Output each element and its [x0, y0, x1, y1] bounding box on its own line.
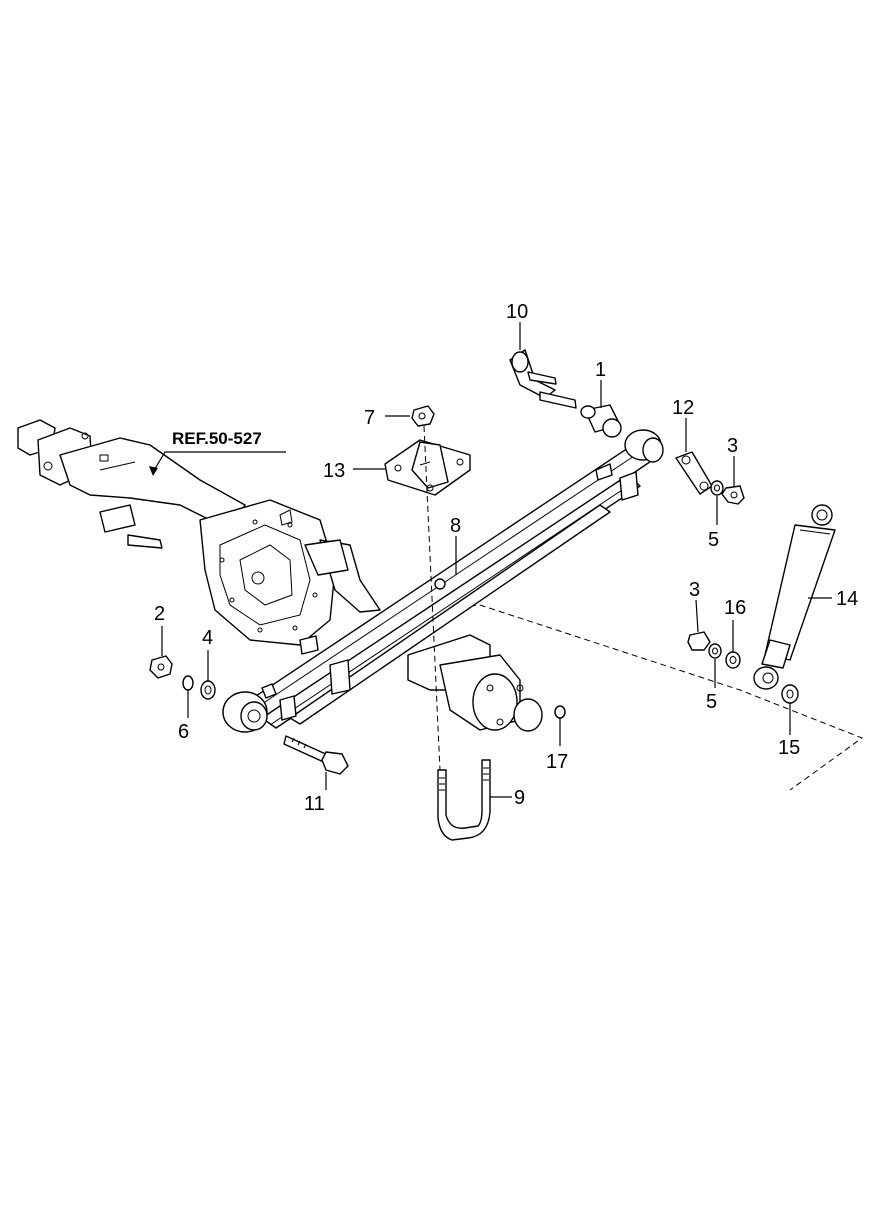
- callout-5-upper: 5: [708, 529, 719, 551]
- callout-labels: 10 1 12 3 5 7 13 8 14 3 16 5 15 2 4 6 11…: [154, 301, 858, 815]
- hardware: [149, 405, 799, 719]
- bushing: [580, 404, 622, 438]
- shackle-plate: [675, 451, 713, 495]
- callout-4: 4: [202, 627, 213, 649]
- callout-13: 13: [323, 460, 345, 482]
- rear-axle-housing: [17, 419, 381, 646]
- callout-12: 12: [672, 397, 694, 419]
- reference-outline: [439, 604, 864, 791]
- callout-11: 11: [304, 793, 325, 815]
- center-bolt-line: [423, 425, 441, 771]
- callout-3-upper: 3: [727, 435, 738, 457]
- callout-5-lower: 5: [706, 691, 717, 713]
- u-bolt: [437, 759, 491, 841]
- reference-callout: REF.50-527: [149, 429, 286, 476]
- leader-lines: [161, 322, 832, 798]
- leaf-spring: [222, 429, 664, 733]
- callout-8: 8: [450, 515, 461, 537]
- callout-15: 15: [778, 737, 800, 759]
- callout-1: 1: [595, 359, 606, 381]
- callout-7: 7: [364, 407, 375, 429]
- shock-absorber: [753, 504, 836, 690]
- axle-stub-assembly: [407, 634, 543, 732]
- callout-3-lower: 3: [689, 579, 700, 601]
- callout-14: 14: [836, 588, 858, 610]
- reference-label: REF.50-527: [172, 429, 262, 448]
- callout-17: 17: [546, 751, 568, 773]
- callout-16: 16: [724, 597, 746, 619]
- spring-bolt: [283, 735, 349, 775]
- callout-9: 9: [514, 787, 525, 809]
- callout-6: 6: [178, 721, 189, 743]
- callout-10: 10: [506, 301, 528, 323]
- bump-stopper-plate: [384, 439, 471, 496]
- shackle-bracket: [509, 349, 577, 409]
- callout-2: 2: [154, 603, 165, 625]
